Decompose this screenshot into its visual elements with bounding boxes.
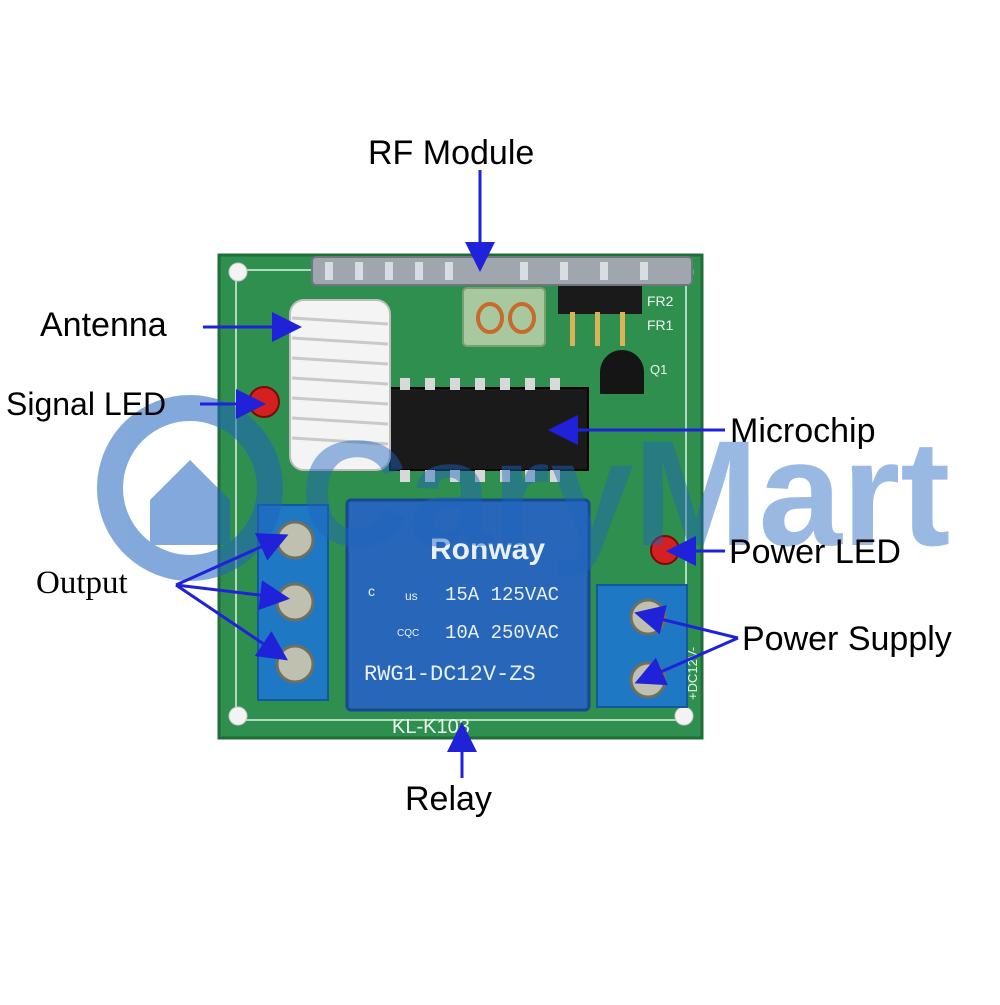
board-model: KL-K103 [392, 716, 470, 738]
arrow-output-1 [175, 533, 289, 587]
relay-rating-1: 15A 125VAC [445, 584, 559, 606]
watermark-logo [97, 395, 283, 581]
relay-cert-us: us [405, 589, 418, 603]
silk-q1: Q1 [650, 362, 667, 377]
arrow-output-2 [175, 580, 290, 611]
label-rf-module: RF Module [368, 134, 535, 172]
label-power-led: Power LED [729, 533, 901, 571]
relay-model: RWG1-DC12V-ZS [364, 662, 536, 687]
label-antenna: Antenna [40, 306, 167, 344]
mounting-hole [228, 262, 248, 282]
arrow-power-supply-2 [634, 636, 739, 686]
label-signal-led: Signal LED [6, 386, 167, 422]
relay [345, 498, 591, 712]
silk-fr2: FR2 [647, 293, 674, 309]
relay-brand: Ronway [430, 533, 545, 566]
rf-module [311, 256, 693, 286]
watermark-text: CaryMart [300, 409, 950, 577]
ic-pins-top [400, 378, 560, 390]
relay-cert-c: c [368, 583, 375, 599]
mounting-hole [228, 706, 248, 726]
relay-rating-2: 10A 250VAC [445, 622, 559, 644]
label-output: Output [36, 565, 128, 601]
rf-module-pins [325, 262, 648, 280]
ic-pins-bottom [400, 470, 560, 482]
label-microchip: Microchip [730, 412, 876, 450]
signal-led [248, 386, 280, 418]
antenna-coil [289, 299, 391, 471]
arrow-output-3 [175, 583, 288, 661]
relay-cqc: CQC [397, 628, 419, 639]
mounting-hole [674, 706, 694, 726]
transistor-q1 [600, 350, 644, 394]
label-relay: Relay [405, 780, 492, 818]
arrow-power-supply-1 [634, 605, 739, 640]
jumper-header [558, 286, 642, 314]
silk-fr1: FR1 [647, 317, 674, 333]
label-power-supply: Power Supply [742, 620, 952, 658]
